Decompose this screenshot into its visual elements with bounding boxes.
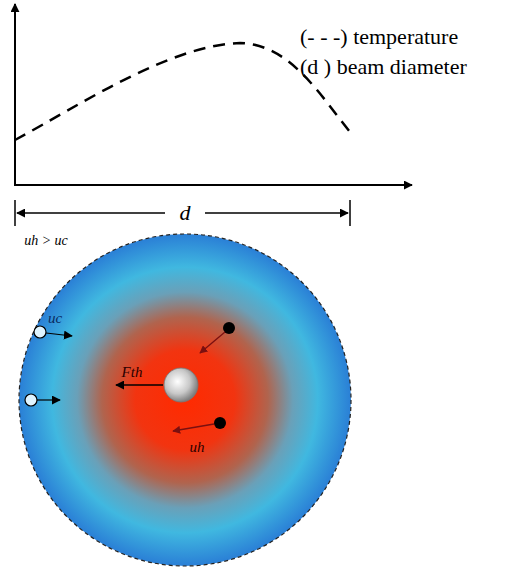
force-label: Fth (122, 365, 143, 380)
velocity-arrow (46, 333, 72, 336)
particle (164, 368, 198, 402)
dimension-label: d (177, 202, 194, 224)
x-axis (14, 184, 412, 186)
y-axis (14, 4, 16, 186)
velocity-arrow (200, 332, 225, 353)
velocity-label: uh (190, 440, 205, 455)
hot-molecule (214, 417, 226, 429)
dimension-tick (14, 200, 16, 226)
cold-molecule (25, 394, 37, 406)
velocity-arrow (37, 399, 60, 400)
legend-line: (d ) beam diameter (300, 56, 467, 78)
dimension-tick (349, 200, 351, 226)
temperature-curve (15, 43, 350, 140)
force-arrow (116, 384, 163, 385)
beam-cross-section (19, 234, 351, 566)
legend-line: (- - -) temperature (300, 26, 458, 48)
dimension-line (17, 212, 165, 214)
cold-molecule (34, 326, 46, 338)
dimension-line (205, 212, 348, 214)
velocity-arrow (173, 424, 214, 431)
velocity-label: uc (48, 311, 62, 326)
velocity-relation: uh > uc (24, 234, 68, 248)
